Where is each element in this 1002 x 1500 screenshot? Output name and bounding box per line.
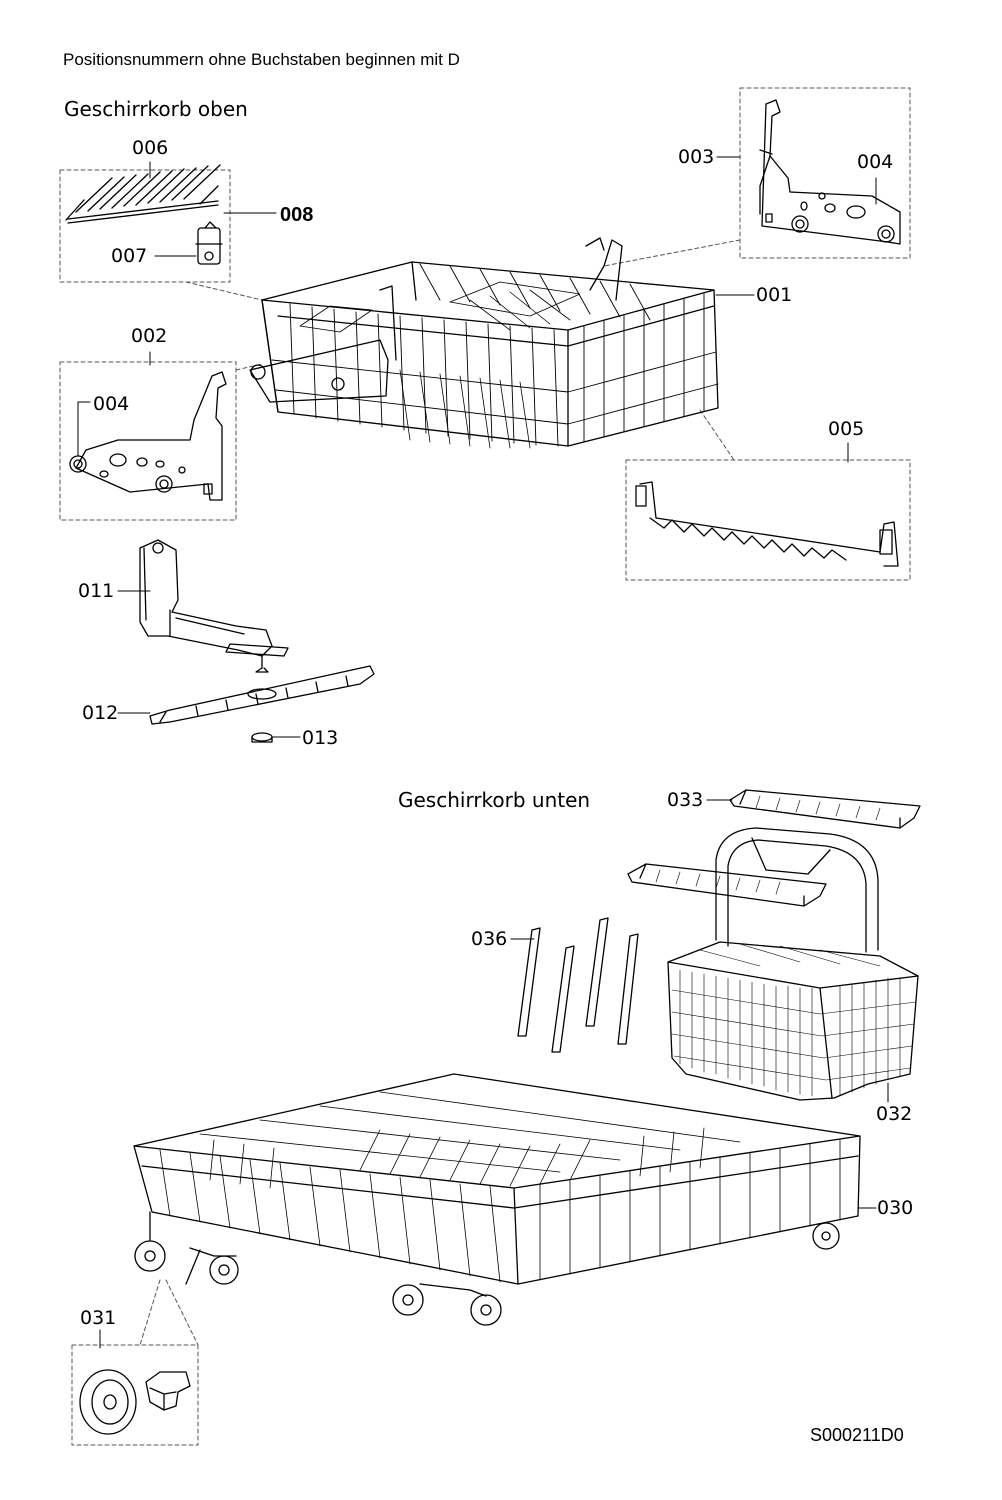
part-label-008: 008: [280, 204, 314, 226]
box-002: [59, 361, 237, 521]
lids-033: [627, 789, 921, 907]
part-label-006: 006: [132, 137, 169, 159]
part-label-004-left: 004: [93, 393, 130, 415]
section-title-lower: Geschirrkorb unten: [398, 788, 591, 812]
box-003: [739, 87, 911, 259]
tubes-036: [517, 917, 639, 1053]
part-label-007: 007: [111, 245, 148, 267]
box-031: [71, 1344, 199, 1446]
document-id: S000211D0: [810, 1425, 904, 1445]
nut-013: [251, 732, 273, 743]
box-006: [59, 169, 231, 283]
part-label-004-right: 004: [857, 151, 894, 173]
part-label-001: 001: [756, 284, 793, 306]
section-title-upper: Geschirrkorb oben: [64, 97, 248, 121]
lower-basket-030: [133, 1073, 861, 1326]
part-label-012: 012: [82, 702, 119, 724]
header-note: Positionsnummern ohne Buchstaben beginne…: [63, 50, 460, 69]
rod-005: [635, 481, 899, 567]
part-label-033: 033: [667, 789, 704, 811]
spray-arm-012: [149, 665, 375, 725]
part-label-003: 003: [678, 146, 715, 168]
clip-007: [195, 221, 223, 265]
part-label-036: 036: [471, 928, 508, 950]
tine-rack-006: [65, 164, 221, 224]
rail-002: [69, 371, 227, 501]
part-label-031: 031: [80, 1307, 117, 1329]
pipe-011: [139, 539, 289, 673]
wheels: [134, 1211, 840, 1326]
part-label-005: 005: [828, 418, 865, 440]
part-label-032: 032: [876, 1103, 913, 1125]
upper-basket-001: [249, 237, 719, 449]
rail-003: [759, 99, 901, 245]
part-label-002: 002: [131, 325, 168, 347]
cutlery-basket-032: [667, 827, 919, 1101]
part-label-011: 011: [78, 580, 115, 602]
part-label-030: 030: [877, 1197, 914, 1219]
box-005: [625, 459, 911, 581]
part-label-013: 013: [302, 727, 339, 749]
wheel-031: [79, 1369, 191, 1435]
